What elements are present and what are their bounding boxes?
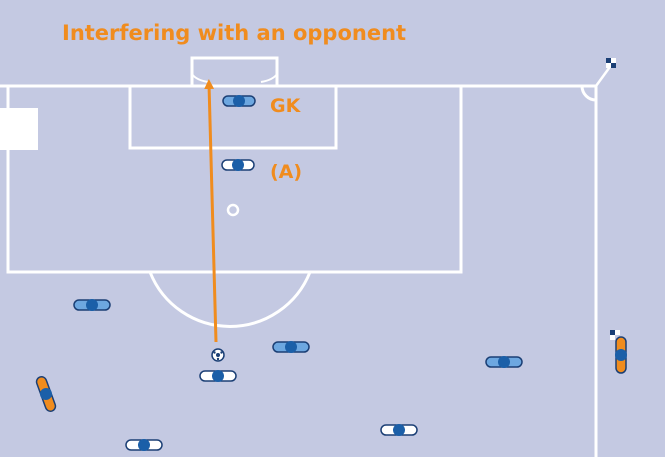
player-icon — [380, 424, 418, 436]
goal-net-right — [260, 73, 278, 83]
corner-flag-icon — [594, 58, 616, 87]
goal-frame — [190, 56, 279, 86]
pitch-lines — [0, 56, 598, 457]
player-icon — [199, 370, 237, 382]
side-block — [0, 108, 38, 150]
pass-arrow — [204, 79, 218, 343]
diagram-title: Interfering with an opponent — [62, 21, 406, 45]
penalty-arc — [148, 271, 312, 328]
player-icon — [222, 95, 256, 107]
player-icon — [272, 341, 310, 353]
player-icon — [125, 439, 163, 451]
player-icon — [615, 336, 627, 374]
player-icon — [485, 356, 523, 368]
goalkeeper-label: GK — [270, 95, 302, 117]
player-icon — [221, 159, 255, 171]
player-icon — [73, 299, 111, 311]
goal-area — [128, 84, 338, 150]
soccer-ball-icon — [211, 348, 225, 362]
penalty-spot — [226, 203, 240, 217]
player-a-label: (A) — [270, 161, 302, 183]
corner-arc — [580, 85, 597, 102]
player-icon — [35, 376, 57, 412]
flag-marker-icon — [610, 330, 620, 340]
